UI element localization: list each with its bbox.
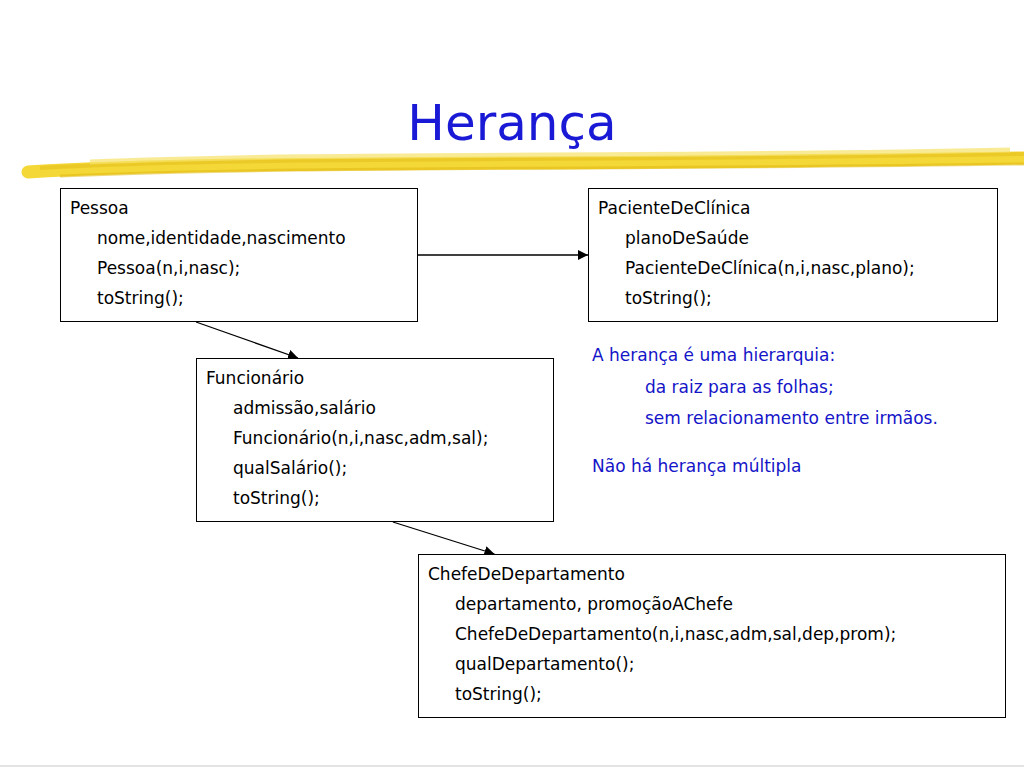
note-text: sem relacionamento entre irmãos.	[645, 403, 938, 433]
inheritance-arrow	[393, 522, 495, 554]
class-member: toString();	[428, 679, 993, 709]
note-text: A herança é uma hierarquia:	[592, 340, 835, 370]
class-member: PacienteDeClínica(n,i,nasc,plano);	[598, 253, 985, 283]
class-name: Pessoa	[70, 193, 405, 223]
class-member: Funcionário(n,i,nasc,adm,sal);	[206, 423, 541, 453]
class-box: Pessoanome,identidade,nascimentoPessoa(n…	[60, 188, 418, 322]
class-name: ChefeDeDepartamento	[428, 559, 993, 589]
class-member: admissão,salário	[206, 393, 541, 423]
class-box: Funcionárioadmissão,salárioFuncionário(n…	[196, 358, 554, 522]
class-box: PacienteDeClínicaplanoDeSaúdePacienteDeC…	[588, 188, 998, 322]
class-name: PacienteDeClínica	[598, 193, 985, 223]
note-text: da raiz para as folhas;	[645, 372, 834, 402]
class-member: toString();	[206, 483, 541, 513]
class-member: departamento, promoçãoAChefe	[428, 589, 993, 619]
inheritance-arrow	[196, 322, 298, 358]
class-member: ChefeDeDepartamento(n,i,nasc,adm,sal,dep…	[428, 619, 993, 649]
slide-title: Herança	[0, 92, 1024, 154]
class-member: Pessoa(n,i,nasc);	[70, 253, 405, 283]
class-box: ChefeDeDepartamentodepartamento, promoçã…	[418, 554, 1006, 718]
class-member: qualSalário();	[206, 453, 541, 483]
inheritance-arrow	[418, 254, 588, 255]
class-member: toString();	[598, 283, 985, 313]
class-name: Funcionário	[206, 363, 541, 393]
note-text: Não há herança múltipla	[592, 451, 802, 481]
highlighter-stroke	[60, 164, 1024, 176]
class-member: qualDepartamento();	[428, 649, 993, 679]
class-member: planoDeSaúde	[598, 223, 985, 253]
class-member: nome,identidade,nascimento	[70, 223, 405, 253]
class-member: toString();	[70, 283, 405, 313]
footer-rule	[0, 765, 1024, 767]
